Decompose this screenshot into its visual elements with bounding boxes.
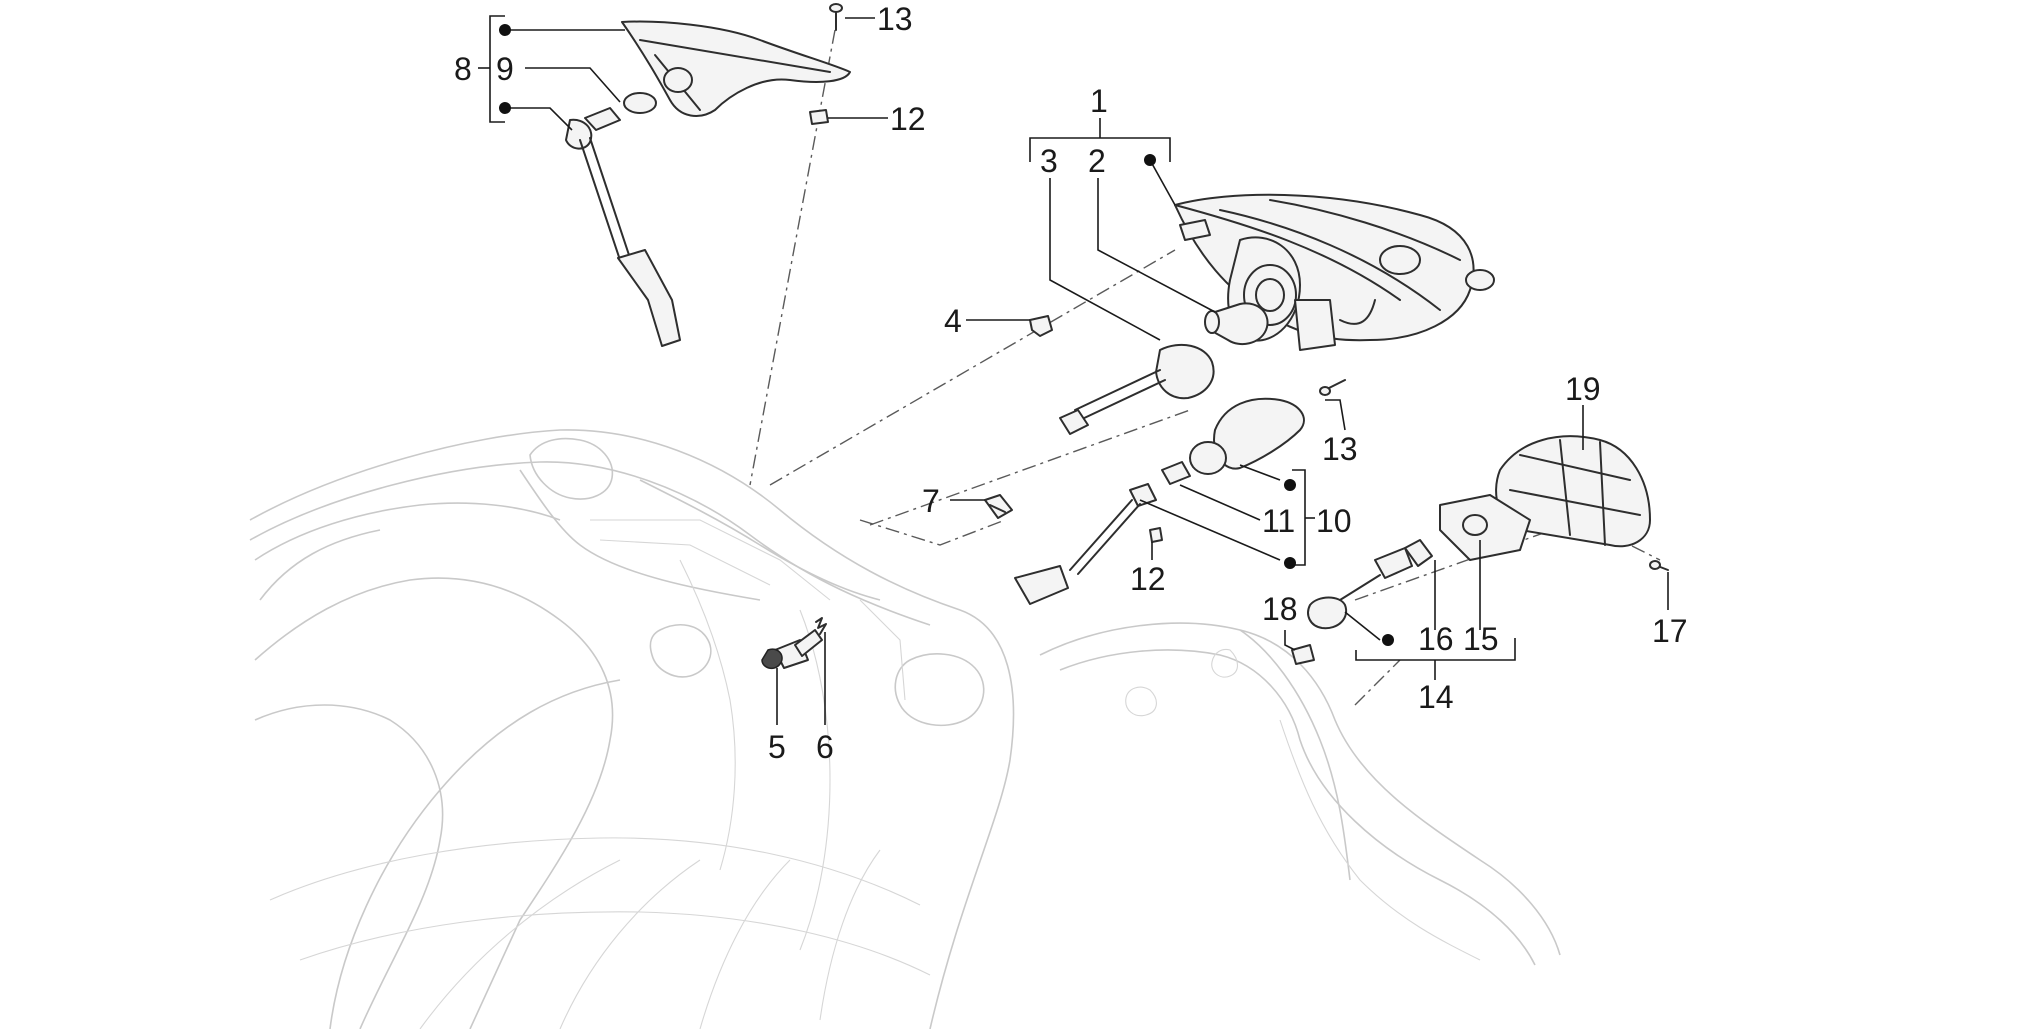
bulb-part-2 [1204, 302, 1269, 346]
callout-7: 7 [922, 483, 940, 519]
callout-12-lower: 12 [1130, 561, 1166, 597]
plate-light-housing-part-19 [1495, 435, 1651, 548]
clip-part-18 [1291, 644, 1315, 665]
screw-part-17 [1649, 560, 1669, 571]
indicator-part-10 [1014, 397, 1305, 605]
callout-11: 11 [1262, 503, 1295, 539]
socket-cable-part-14 [1307, 574, 1381, 630]
lens-part-15 [1439, 494, 1531, 561]
assembly-centerlines [749, 29, 1661, 706]
callout-13-lower: 13 [1322, 431, 1358, 467]
clip-part-4 [1029, 315, 1053, 337]
spring-part-6 [815, 617, 827, 635]
callout-labels: 13 12 8 9 1 3 2 4 13 19 7 11 10 12 17 18… [454, 1, 1688, 765]
bulb-part-16 [1374, 539, 1433, 579]
knob-part-5 [761, 629, 823, 670]
callout-15: 15 [1463, 621, 1499, 657]
callout-13-top: 13 [877, 1, 913, 37]
callout-18: 18 [1262, 591, 1298, 627]
callout-3: 3 [1040, 143, 1058, 179]
nut-part-12-upper [809, 109, 829, 125]
socket-cable-part-3 [1059, 343, 1215, 435]
callout-12-top: 12 [890, 101, 926, 137]
reference-dots [499, 24, 1394, 646]
scooter-body-outline [249, 429, 1561, 1029]
callout-8: 8 [454, 51, 472, 87]
callout-16: 16 [1418, 621, 1454, 657]
callout-17: 17 [1652, 613, 1688, 649]
clip-part-7 [984, 494, 1013, 519]
leader-lines [478, 15, 1669, 725]
side-lamp-assembly [565, 20, 851, 347]
screw-part-13-lower [1319, 379, 1346, 396]
callout-2: 2 [1088, 143, 1106, 179]
callout-5: 5 [768, 729, 786, 765]
callout-9: 9 [496, 51, 514, 87]
callout-6: 6 [816, 729, 834, 765]
callout-1: 1 [1090, 83, 1108, 119]
screw-part-13-upper [829, 3, 843, 31]
callout-14: 14 [1418, 679, 1454, 715]
callout-4: 4 [944, 303, 962, 339]
callout-19: 19 [1565, 371, 1601, 407]
callout-10: 10 [1316, 503, 1352, 539]
nut-part-12-lower [1149, 527, 1163, 543]
